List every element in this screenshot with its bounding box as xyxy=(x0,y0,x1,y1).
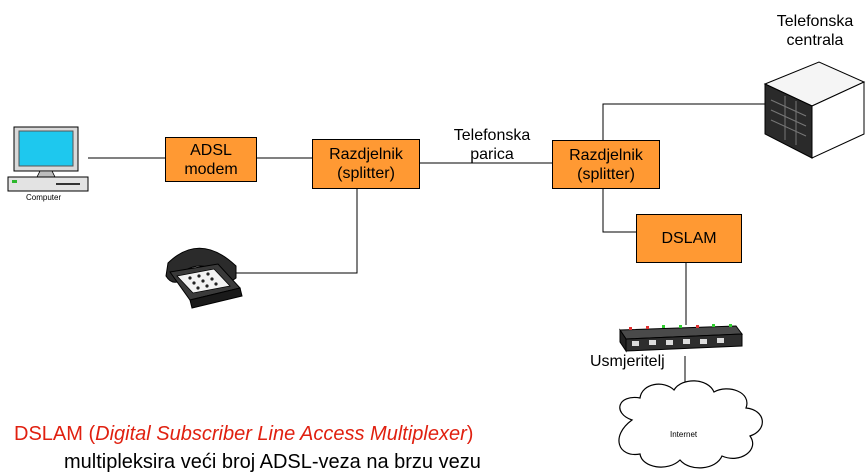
dslam-box: DSLAM xyxy=(636,214,742,263)
adsl-modem-line1: ADSL xyxy=(190,141,232,159)
dslam-description-line2: multipleksira veći broj ADSL-veza na brz… xyxy=(64,451,481,473)
splitter-right-line2: (splitter) xyxy=(577,165,635,183)
splitter-left-line1: Razdjelnik xyxy=(329,146,403,163)
adsl-modem-box: ADSL modem xyxy=(165,137,257,182)
telefonska-parica-line2: parica xyxy=(470,146,514,163)
line-splitter-dslam xyxy=(602,187,636,233)
internet-label: Internet xyxy=(670,430,698,439)
dslam-description-line1: DSLAM (Digital Subscriber Line Access Mu… xyxy=(14,422,473,446)
telefonska-parica-label: Telefonska parica xyxy=(444,126,540,164)
splitter-left-line2: (splitter) xyxy=(337,165,395,182)
splitter-right-line1: Razdjelnik xyxy=(569,146,643,164)
telefonska-parica-line1: Telefonska xyxy=(453,127,531,144)
adsl-modem-line2: modem xyxy=(184,160,238,178)
splitter-right-box: Razdjelnik (splitter) xyxy=(552,140,660,189)
computer-label: Computer xyxy=(26,193,62,202)
splitter-left-box: Razdjelnik (splitter) xyxy=(312,139,420,189)
telefonska-centrala-line2: centrala xyxy=(786,32,844,49)
dslam-description-lead: DSLAM ( xyxy=(14,423,96,445)
telefonska-centrala-line1: Telefonska xyxy=(776,13,854,30)
telefonska-centrala-label: Telefonska centrala xyxy=(765,12,865,50)
dslam-description-fullname: Digital Subscriber Line Access Multiplex… xyxy=(95,423,467,445)
usmjeritelj-label: Usmjeritelj xyxy=(590,353,665,370)
dslam-label: DSLAM xyxy=(661,230,717,247)
line-splitter-centrala xyxy=(602,103,765,140)
dslam-description-close: ) xyxy=(466,423,474,445)
line-splitter-phone xyxy=(232,187,358,274)
